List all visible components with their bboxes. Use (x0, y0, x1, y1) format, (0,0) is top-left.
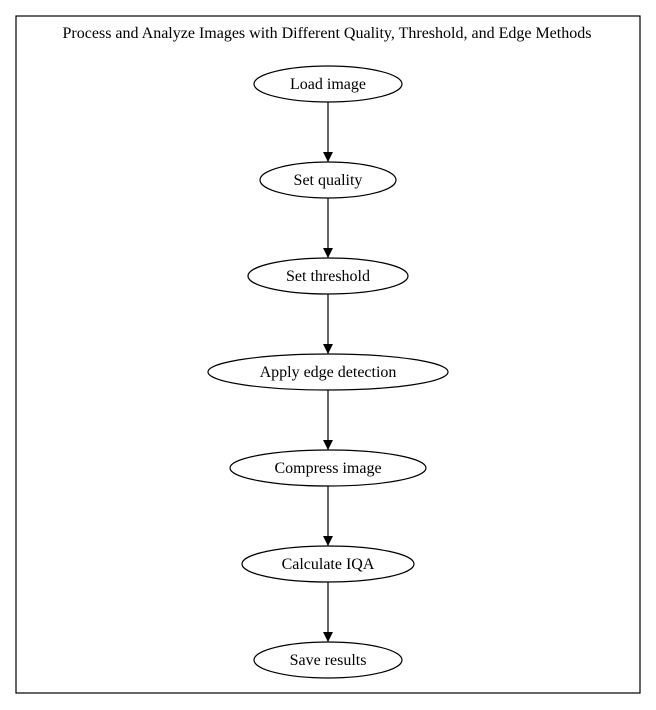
node-edge-label: Apply edge detection (260, 364, 397, 381)
node-threshold-label: Set threshold (286, 268, 370, 285)
node-edge-shape (207, 353, 449, 391)
node-save-shape (253, 641, 403, 679)
node-compress-shape (229, 449, 427, 487)
node-load-label: Load image (290, 76, 366, 93)
node-load-shape (253, 65, 403, 103)
node-save-label: Save results (290, 652, 367, 669)
node-edge: Apply edge detection (207, 353, 449, 391)
node-quality-shape (259, 161, 397, 199)
node-load: Load image (253, 65, 403, 103)
node-iqa-shape (241, 545, 415, 583)
node-compress-label: Compress image (274, 460, 381, 477)
node-threshold-shape (247, 257, 409, 295)
node-quality-label: Set quality (294, 172, 363, 189)
node-iqa-label: Calculate IQA (282, 556, 375, 573)
node-save: Save results (253, 641, 403, 679)
node-quality: Set quality (259, 161, 397, 199)
diagram-title: Process and Analyze Images with Differen… (63, 25, 592, 42)
node-compress: Compress image (229, 449, 427, 487)
node-iqa: Calculate IQA (241, 545, 415, 583)
node-threshold: Set threshold (247, 257, 409, 295)
